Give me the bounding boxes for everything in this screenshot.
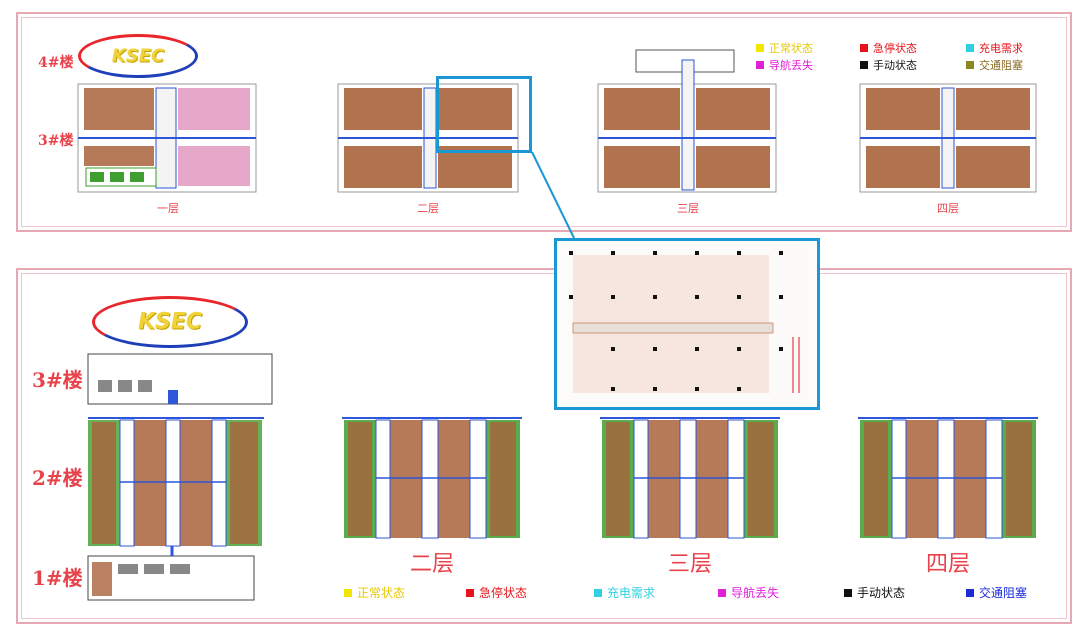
top-caption-floor-2: 二层 (417, 202, 439, 215)
legend-swatch (594, 588, 602, 597)
bottom-floor-plan-2 (342, 417, 522, 539)
legend-swatch (966, 588, 974, 597)
zoom-detail-view (554, 238, 820, 410)
legend-swatch (860, 44, 868, 52)
legend-swatch (860, 61, 868, 69)
bottom-floor-label-2: 2#楼 (32, 466, 83, 490)
top-caption-floor-1: 一层 (157, 202, 179, 215)
legend-swatch (344, 588, 352, 597)
top-legend-charge: 充电需求 (966, 40, 1023, 56)
bottom-building-1 (87, 546, 255, 601)
legend-swatch (966, 44, 974, 52)
bottom-caption-floor-2: 二层 (409, 552, 454, 577)
bottom-legend-navlost: 导航丢失 (718, 584, 779, 601)
bottom-caption-floor-3: 三层 (667, 552, 712, 577)
top-floor-plan-3 (597, 49, 777, 193)
bottom-floor-label-1: 1#楼 (32, 566, 83, 590)
bottom-floor-plan-4 (858, 417, 1038, 539)
top-logo-text: KSEC (111, 45, 165, 67)
bottom-caption-floor-4: 四层 (925, 552, 970, 577)
top-legend-estop: 急停状态 (860, 40, 917, 56)
top-floor-plan-4 (859, 83, 1037, 193)
top-logo: KSEC (78, 34, 198, 78)
bottom-floor-label-3: 3#楼 (32, 368, 83, 392)
legend-swatch (966, 61, 974, 69)
selection-highlight (436, 76, 532, 153)
legend-swatch (756, 44, 764, 52)
top-caption-floor-3: 三层 (677, 202, 699, 215)
bottom-legend-normal: 正常状态 (344, 584, 405, 601)
top-floor-label-3: 3#楼 (38, 133, 74, 149)
top-floor-label-4: 4#楼 (38, 55, 74, 71)
bottom-legend-charge: 充电需求 (594, 584, 655, 601)
bottom-logo-text: KSEC (137, 309, 203, 335)
bottom-building-3 (87, 353, 273, 405)
bottom-logo: KSEC (92, 296, 248, 348)
bottom-legend-estop: 急停状态 (466, 584, 527, 601)
top-legend-traffic: 交通阻塞 (966, 57, 1023, 73)
top-floor-plan-1 (77, 83, 257, 193)
legend-swatch (756, 61, 764, 69)
top-legend-navlost: 导航丢失 (756, 57, 813, 73)
bottom-legend-traffic: 交通阻塞 (966, 584, 1027, 601)
legend-swatch (718, 588, 726, 597)
top-legend-manual: 手动状态 (860, 57, 917, 73)
legend-swatch (466, 588, 474, 597)
bottom-floor-plan-3 (600, 417, 780, 539)
top-legend-normal: 正常状态 (756, 40, 813, 56)
legend-swatch (844, 588, 852, 597)
zoom-detail-plan (563, 247, 811, 401)
top-floor-plan-2 (337, 83, 519, 193)
bottom-building-2 (88, 417, 264, 547)
top-caption-floor-4: 四层 (937, 202, 959, 215)
bottom-legend-manual: 手动状态 (844, 584, 905, 601)
